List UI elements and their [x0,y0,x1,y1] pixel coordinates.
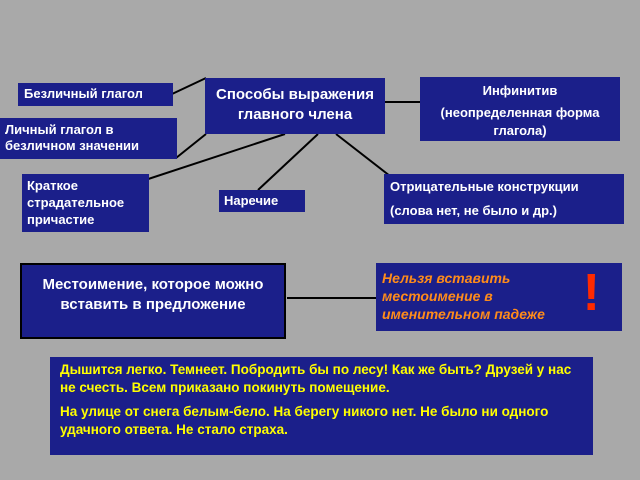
examples-box: Дышится легко. Темнеет. Побродить бы по … [50,357,593,455]
connector-adverb [257,133,319,191]
node-short-participle: Краткое страдательное причастие [22,174,149,232]
negative-note: (слова нет, не было и др.) [390,203,557,218]
node-impersonal-verb: Безличный глагол [18,83,173,106]
warning-text: Нельзя вставить местоимение в именительн… [382,270,545,322]
pronoun-box: Местоимение, которое можно вставить в пр… [20,263,286,339]
connector-personal-verb [175,133,207,159]
exclamation-mark: ! [582,264,600,322]
node-personal-verb: Личный глагол в безличном значении [0,118,177,159]
main-node: Способы выражения главного члена [205,78,385,134]
infinitive-note: (неопределенная форма глагола) [440,105,600,138]
node-adverb: Наречие [219,190,305,212]
negative-title: Отрицательные конструкции [390,179,579,194]
infinitive-title: Инфинитив [482,83,558,98]
node-negative: Отрицательные конструкции (слова нет, не… [384,174,624,224]
examples-paragraph-2: На улице от снега белым-бело. На берегу … [60,404,549,437]
connector-impersonal-verb [171,77,207,95]
examples-paragraph-1: Дышится легко. Темнеет. Побродить бы по … [60,362,572,395]
connector-short-participle [129,133,286,186]
node-infinitive: Инфинитив (неопределенная форма глагола) [420,77,620,141]
warning-box: Нельзя вставить местоимение в именительн… [376,263,622,331]
connector-negative [335,133,391,177]
